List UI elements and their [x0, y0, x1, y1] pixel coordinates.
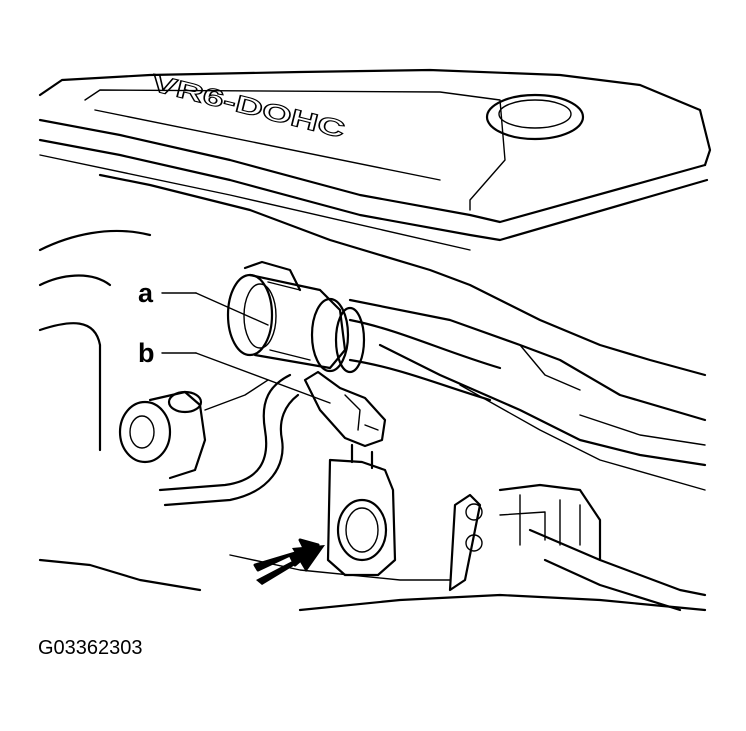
callout-b: b — [138, 338, 331, 404]
component-b-sensor — [158, 370, 387, 507]
throttle-body — [38, 229, 269, 592]
vacuum-hose — [348, 318, 502, 402]
figure-code: G03362303 — [38, 637, 143, 659]
component-a-connector — [226, 260, 366, 374]
cover-lettering: VR6-DOHC — [149, 69, 348, 143]
mounting-bracket — [326, 443, 483, 592]
callout-a: a — [138, 278, 269, 326]
direction-arrow — [253, 538, 325, 585]
engine-cover: VR6-DOHC — [38, 68, 712, 251]
intake-manifold — [98, 173, 707, 491]
callout-b-letter: b — [138, 338, 155, 368]
callout-a-letter: a — [138, 278, 154, 308]
